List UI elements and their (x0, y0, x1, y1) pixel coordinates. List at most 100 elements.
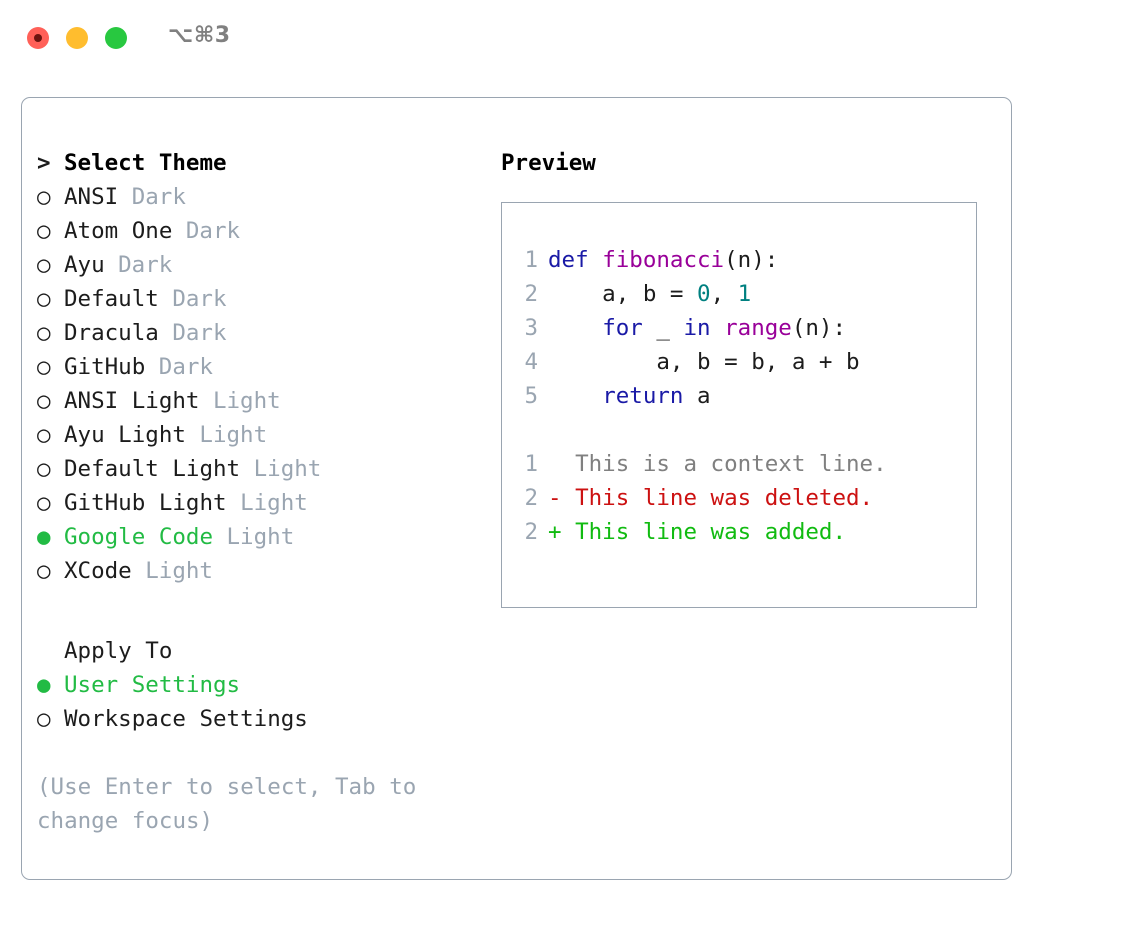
radio-unselected-icon: ○ (37, 354, 51, 380)
code-token (711, 315, 725, 341)
code-token: a (683, 383, 711, 409)
diff-line: 2 + This line was added. (512, 515, 887, 549)
maximize-window-button[interactable] (105, 27, 127, 49)
theme-variant-badge: Light (199, 422, 268, 448)
apply-to-label: User Settings (64, 672, 241, 698)
apply-to-options: ● User Settings ○ Workspace Settings (37, 668, 467, 736)
keyboard-shortcut-label: ⌥⌘3 (168, 23, 231, 48)
theme-list-item[interactable]: ○ Default Dark (37, 282, 467, 316)
code-token: fibonacci (602, 247, 725, 273)
theme-name: Ayu Light (64, 422, 186, 448)
theme-list-item[interactable]: ○ Ayu Light Light (37, 418, 467, 452)
radio-selected-icon: ● (37, 672, 51, 698)
theme-name: Default (64, 286, 159, 312)
section-spacer (37, 588, 467, 634)
theme-name: ANSI Light (64, 388, 200, 414)
diff-line: 1 This is a context line. (512, 447, 886, 481)
code-token: 0 (697, 281, 711, 307)
theme-list-item[interactable]: ○ Default Light Light (37, 452, 467, 486)
code-line: 2 a, b = 0, 1 (512, 277, 887, 311)
code-token: for (602, 315, 643, 341)
theme-list-item[interactable]: ○ ANSI Light Light (37, 384, 467, 418)
theme-variant-badge: Dark (131, 184, 186, 210)
theme-list-item[interactable]: ○ XCode Light (37, 554, 467, 588)
radio-unselected-icon: ○ (37, 388, 51, 414)
theme-variant-badge: Light (253, 456, 322, 482)
preview-label: Preview (501, 150, 596, 176)
theme-variant-badge: Dark (172, 320, 227, 346)
theme-variant-badge: Dark (172, 286, 227, 312)
code-token: return (602, 383, 684, 409)
theme-list-item[interactable]: ○ GitHub Dark (37, 350, 467, 384)
theme-list-item[interactable]: ● Google Code Light (37, 520, 467, 554)
diff-text: This line was deleted. (561, 485, 874, 511)
line-number: 5 (524, 383, 538, 409)
apply-to-option[interactable]: ● User Settings (37, 668, 467, 702)
code-token: range (724, 315, 792, 341)
line-number: 1 (524, 247, 538, 273)
radio-selected-icon: ● (37, 524, 51, 550)
code-line: 5 return a (512, 379, 887, 413)
radio-unselected-icon: ○ (37, 706, 51, 732)
theme-list-header: > Select Theme (37, 146, 467, 180)
code-line: 4 a, b = b, a + b (512, 345, 887, 379)
theme-name: Atom One (64, 218, 173, 244)
diff-text: This line was added. (561, 519, 847, 545)
code-token: 1 (737, 281, 752, 307)
theme-name: GitHub (64, 354, 146, 380)
diff-line: 2- This line was deleted. (512, 481, 887, 515)
diff-sign: - (548, 485, 562, 511)
theme-variant-badge: Light (240, 490, 308, 516)
theme-variant-badge: Light (212, 388, 281, 414)
radio-unselected-icon: ○ (37, 320, 51, 346)
code-line: 3 for _ in range(n): (512, 311, 887, 345)
radio-unselected-icon: ○ (37, 558, 51, 584)
code-token: (n): (791, 315, 847, 341)
theme-variant-badge: Dark (118, 252, 173, 278)
radio-unselected-icon: ○ (37, 456, 51, 482)
radio-unselected-icon: ○ (37, 218, 51, 244)
diff-sign: + (548, 519, 562, 545)
radio-unselected-icon: ○ (37, 286, 51, 312)
line-number: 1 (524, 451, 538, 477)
code-token: , (710, 281, 738, 307)
line-number: 2 (524, 519, 538, 545)
code-token (548, 383, 602, 409)
page-title: Select Theme (64, 150, 227, 176)
theme-name: Default Light (64, 456, 241, 482)
radio-unselected-icon: ○ (37, 184, 51, 210)
line-number: 3 (524, 315, 538, 341)
theme-name: Ayu (64, 252, 105, 278)
traffic-lights (27, 27, 127, 49)
code-token: in (683, 315, 711, 341)
prompt-caret-icon: > (37, 150, 51, 176)
close-window-button[interactable] (27, 27, 49, 49)
code-blank-line (512, 413, 887, 447)
minimize-window-button[interactable] (66, 27, 88, 49)
apply-to-label: Workspace Settings (64, 706, 308, 732)
diff-sign (548, 451, 562, 477)
theme-name: XCode (64, 558, 132, 584)
code-token: a, b = (548, 281, 698, 307)
apply-to-option[interactable]: ○ Workspace Settings (37, 702, 467, 736)
radio-unselected-icon: ○ (37, 422, 51, 448)
code-token: a, b = b, a + b (548, 349, 860, 375)
theme-variant-badge: Light (226, 524, 295, 550)
theme-name: Google Code (64, 524, 214, 550)
line-number: 4 (524, 349, 538, 375)
title-bar: ⌥⌘3 (0, 0, 1140, 78)
theme-variant-badge: Light (145, 558, 213, 584)
code-token (548, 315, 602, 341)
theme-variant-badge: Dark (158, 354, 213, 380)
